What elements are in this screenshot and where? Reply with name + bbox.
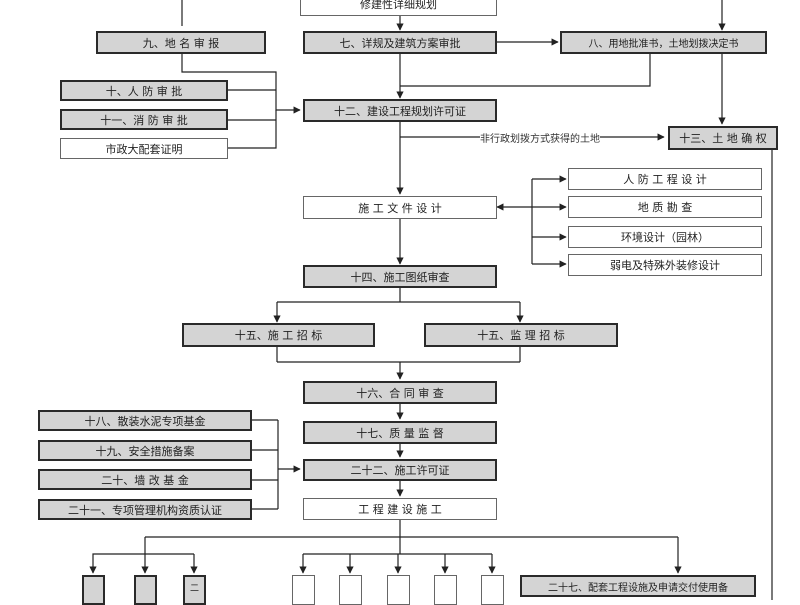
geological-survey-box: 地 质 勘 查 <box>568 196 762 218</box>
node-11-fire-approval: 十一、消 防 审 批 <box>60 109 228 130</box>
bottom-left-box-3: 二 <box>183 575 206 605</box>
municipal-supporting-cert: 市政大配套证明 <box>60 138 228 159</box>
node-9-place-name: 九、地 名 审 报 <box>96 31 266 54</box>
bottom-mid-box-1 <box>292 575 315 605</box>
node-16-contract-review: 十六、合 同 审 查 <box>303 381 497 404</box>
node-22-construction-permit: 二十二、施工许可证 <box>303 459 497 481</box>
non-admin-land-label: 非行政划拨方式获得的土地 <box>480 130 600 145</box>
bottom-mid-box-4 <box>434 575 457 605</box>
node-13-land-rights: 十三、土 地 确 权 <box>668 126 778 150</box>
construction-design-box: 施 工 文 件 设 计 <box>303 196 497 219</box>
node-7-plan-approval: 七、详规及建筑方案审批 <box>303 31 497 54</box>
environment-design-box: 环境设计（园林） <box>568 226 762 248</box>
construction-box: 工 程 建 设 施 工 <box>303 498 497 520</box>
bottom-mid-box-3 <box>387 575 410 605</box>
node-8-land-approval: 八、用地批准书，土地划拨决定书 <box>560 31 767 54</box>
bottom-left-box-2 <box>134 575 157 605</box>
node-15-supervision-bid: 十五、监 理 招 标 <box>424 323 618 347</box>
electrical-design-box: 弱电及特殊外装修设计 <box>568 254 762 276</box>
node-10-civil-defense: 十、人 防 审 批 <box>60 80 228 101</box>
detailed-plan-box: 修建性详细规划 <box>300 0 497 16</box>
bottom-mid-box-5 <box>481 575 504 605</box>
node-17-quality-supervision: 十七、质 量 监 督 <box>303 421 497 444</box>
node-15-construction-bid: 十五、施 工 招 标 <box>182 323 375 347</box>
node-27-completion-filing: 二十七、配套工程设施及申请交付使用备 <box>520 575 756 597</box>
bottom-left-box-1 <box>82 575 105 605</box>
bottom-mid-box-2 <box>339 575 362 605</box>
civil-defense-design-box: 人 防 工 程 设 计 <box>568 168 762 190</box>
node-12-planning-permit: 十二、建设工程规划许可证 <box>303 99 497 122</box>
node-21-agency-certification: 二十一、专项管理机构资质认证 <box>38 499 252 520</box>
node-14-drawing-review: 十四、施工图纸审查 <box>303 265 497 288</box>
node-18-cement-fund: 十八、散装水泥专项基金 <box>38 410 252 431</box>
node-20-wall-reform-fund: 二十、墙 改 基 金 <box>38 469 252 490</box>
node-19-safety-filing: 十九、安全措施备案 <box>38 440 252 461</box>
